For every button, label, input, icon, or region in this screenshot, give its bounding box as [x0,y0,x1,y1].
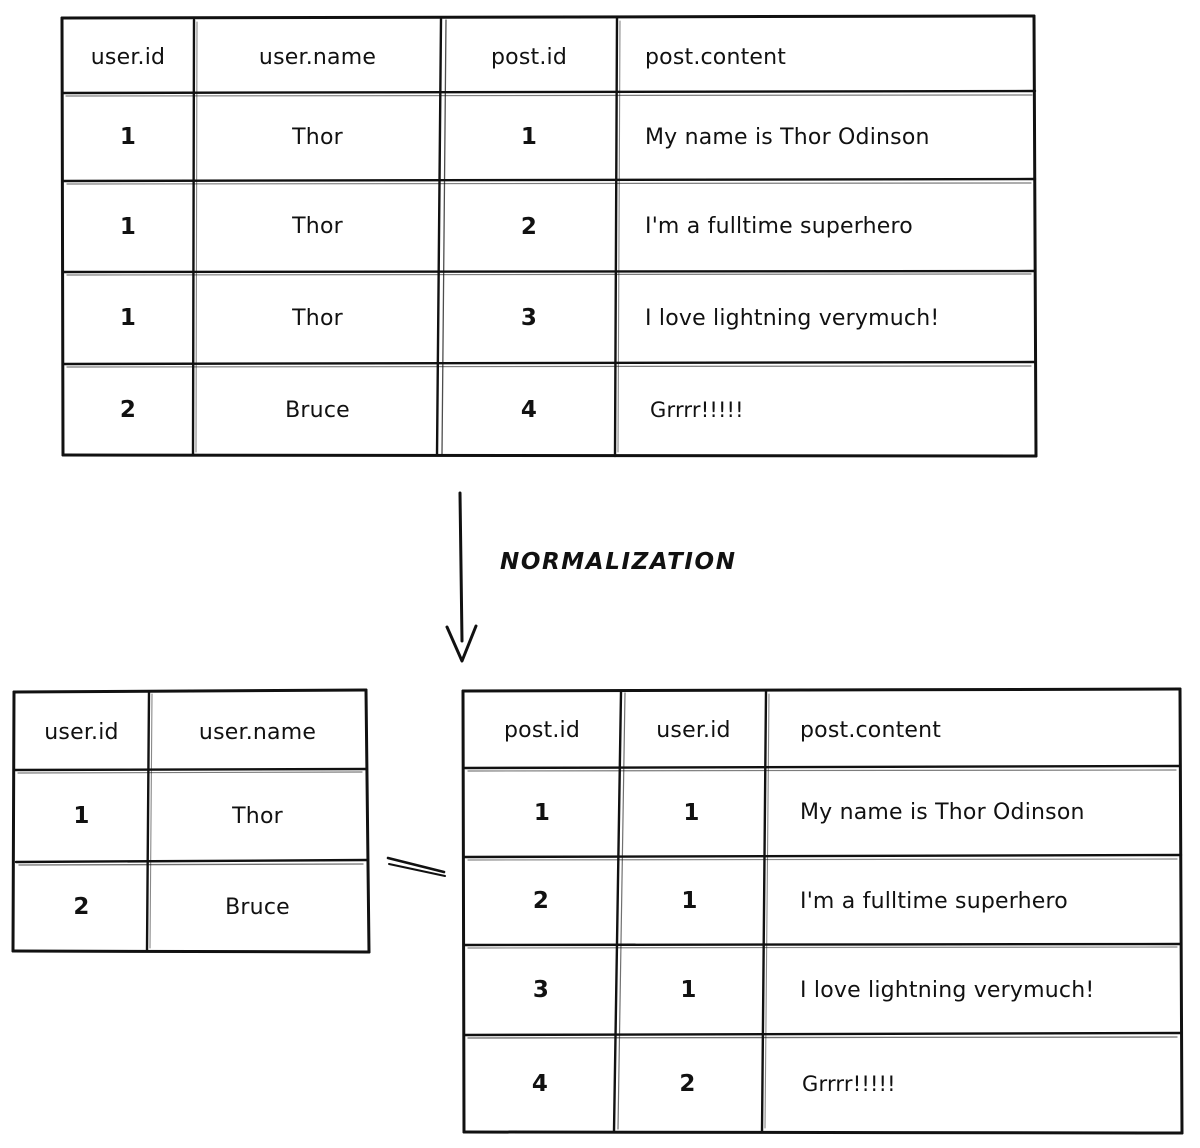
post-table-row-lines [463,764,1183,1039]
post-table-col-lines [612,689,770,1134]
normalization-arrow [445,491,478,663]
denormalized-table-col-lines [191,16,621,458]
denormalized-table-row-lines [61,89,1037,368]
denormalized-table-border [60,14,1038,458]
user-table-col-lines [145,690,153,953]
user-table-border [11,688,371,954]
post-table-border [461,687,1184,1135]
user-table-row-lines [13,767,369,866]
relation-connector-line [386,856,446,877]
